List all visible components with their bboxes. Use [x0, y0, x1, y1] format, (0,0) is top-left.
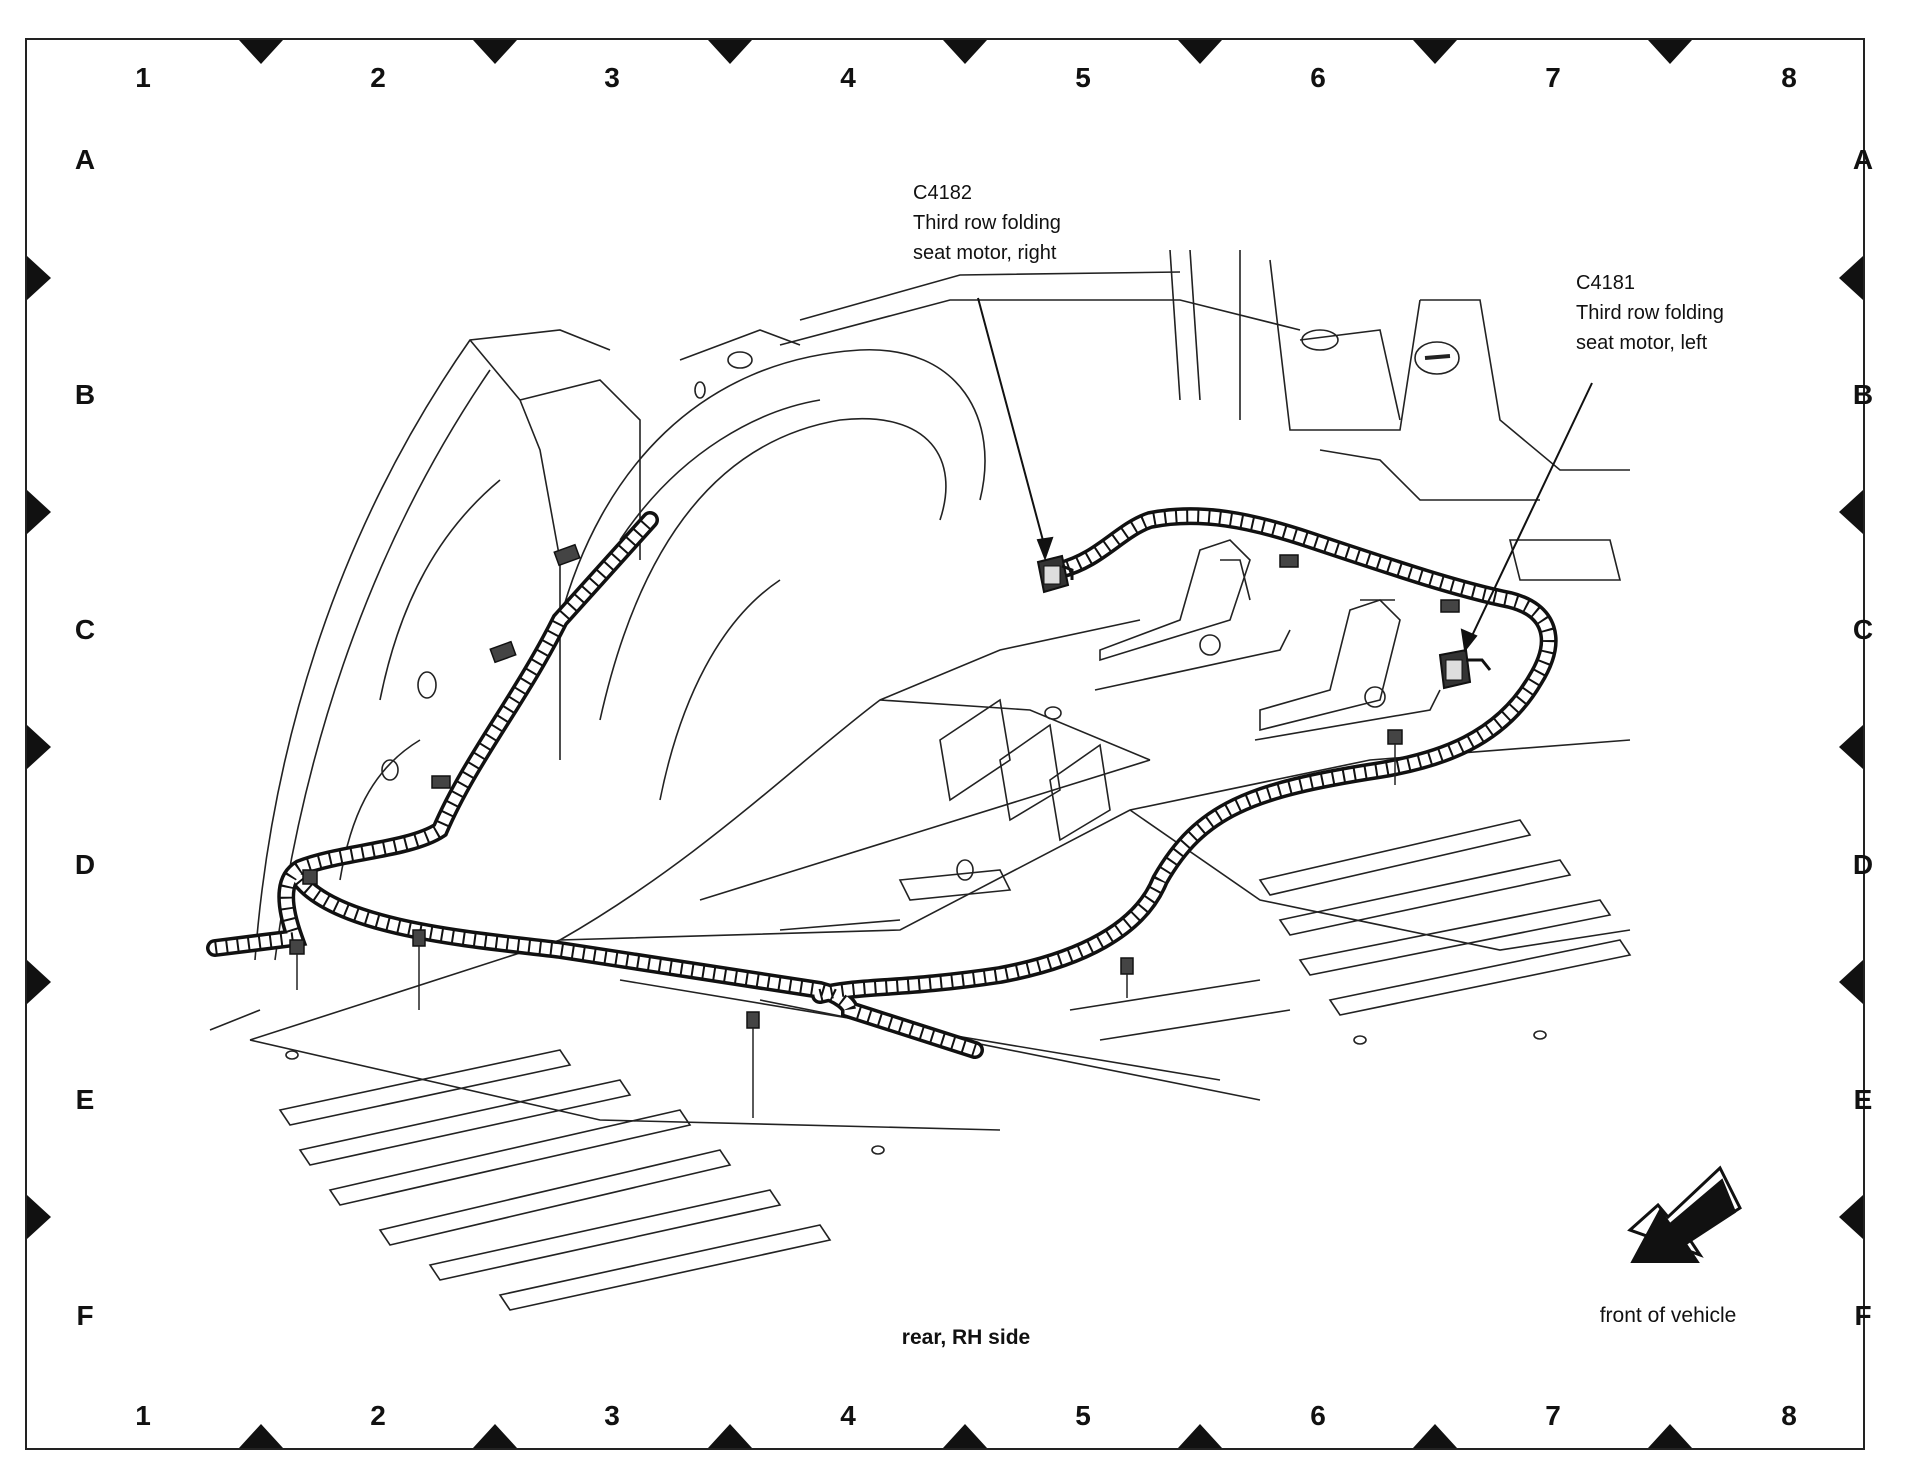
- grid-row-label: B: [74, 379, 96, 410]
- grid-row-label: F: [1854, 1300, 1872, 1331]
- grid-column-label: 3: [604, 1400, 620, 1431]
- grid-tick-icon: [1839, 960, 1863, 1004]
- diagram-frame: [25, 38, 1865, 1450]
- grid-row-label: B: [1852, 379, 1874, 410]
- grid-row-label: E: [1853, 1084, 1873, 1115]
- grid-row-label: C: [1852, 614, 1874, 645]
- leader-lines: [977, 297, 1593, 653]
- grid-tick-icon: [1839, 490, 1863, 534]
- connector-id: C4181: [1576, 272, 1635, 294]
- grid-row-label: E: [75, 1084, 95, 1115]
- grid-column-label: 1: [135, 1400, 151, 1431]
- grid-tick-icon: [473, 40, 517, 64]
- grid-tick-icon: [1178, 40, 1222, 64]
- grid-tick-icon: [27, 490, 51, 534]
- grid-tick-icon: [1413, 1424, 1457, 1448]
- grid-tick-icon: [27, 1195, 51, 1239]
- retainer-stems: [296, 744, 1396, 1118]
- grid-ticks: [27, 40, 1863, 1448]
- harness-retainers: [289, 543, 1460, 1029]
- grid-tick-icon: [1648, 1424, 1692, 1448]
- grid-row-label: C: [74, 614, 96, 645]
- wiring-harness: [206, 507, 1558, 1059]
- grid-tick-icon: [1839, 1195, 1863, 1239]
- grid-column-label: 7: [1545, 1400, 1561, 1431]
- grid-column-label: 4: [840, 1400, 856, 1431]
- grid-column-label: 8: [1781, 1400, 1797, 1431]
- grid-tick-icon: [473, 1424, 517, 1448]
- grid-tick-icon: [943, 40, 987, 64]
- grid-tick-icon: [27, 960, 51, 1004]
- grid-column-label: 2: [370, 62, 386, 93]
- grid-column-label: 2: [370, 1400, 386, 1431]
- connector-c4182-icon: [1036, 554, 1074, 594]
- grid-row-label: A: [74, 144, 96, 175]
- grid-tick-icon: [27, 725, 51, 769]
- grid-tick-icon: [239, 1424, 283, 1448]
- view-caption: rear, RH side: [901, 1326, 1031, 1349]
- callout-desc-line1: Third row folding: [913, 212, 1061, 234]
- grid-column-label: 4: [840, 62, 856, 93]
- grid-row-label: A: [1852, 144, 1874, 175]
- grid-row-label: D: [1852, 849, 1874, 880]
- callout-desc-line1: Third row folding: [1576, 302, 1724, 324]
- grid-column-label: 7: [1545, 62, 1561, 93]
- grid-tick-icon: [1839, 256, 1863, 300]
- grid-column-label: 8: [1781, 62, 1797, 93]
- grid-column-label: 3: [604, 62, 620, 93]
- grid-tick-icon: [27, 256, 51, 300]
- grid-column-label: 6: [1310, 62, 1326, 93]
- callout-c4181: C4181 Third row folding seat motor, left: [1576, 268, 1724, 358]
- grid-tick-icon: [1178, 1424, 1222, 1448]
- grid-tick-icon: [1413, 40, 1457, 64]
- grid-tick-icon: [239, 40, 283, 64]
- callout-c4182: C4182 Third row folding seat motor, righ…: [913, 178, 1061, 268]
- grid-tick-icon: [708, 1424, 752, 1448]
- grid-row-label: F: [76, 1300, 94, 1331]
- grid-column-label: 1: [135, 62, 151, 93]
- grid-column-label: 6: [1310, 1400, 1326, 1431]
- grid-tick-icon: [1648, 40, 1692, 64]
- grid-tick-icon: [708, 40, 752, 64]
- callout-desc-line2: seat motor, right: [913, 242, 1057, 264]
- direction-caption: front of vehicle: [1599, 1304, 1737, 1327]
- vehicle-body-lineart: [209, 249, 1632, 1311]
- front-of-vehicle-arrow-icon: [1627, 1165, 1742, 1263]
- callout-desc-line2: seat motor, left: [1576, 332, 1708, 354]
- grid-row-label: D: [74, 849, 96, 880]
- connector-c4181-icon: [1438, 648, 1492, 690]
- grid-column-label: 5: [1075, 62, 1091, 93]
- grid-tick-icon: [1839, 725, 1863, 769]
- connector-id: C4182: [913, 182, 972, 204]
- grid-column-label: 5: [1075, 1400, 1091, 1431]
- grid-tick-icon: [943, 1424, 987, 1448]
